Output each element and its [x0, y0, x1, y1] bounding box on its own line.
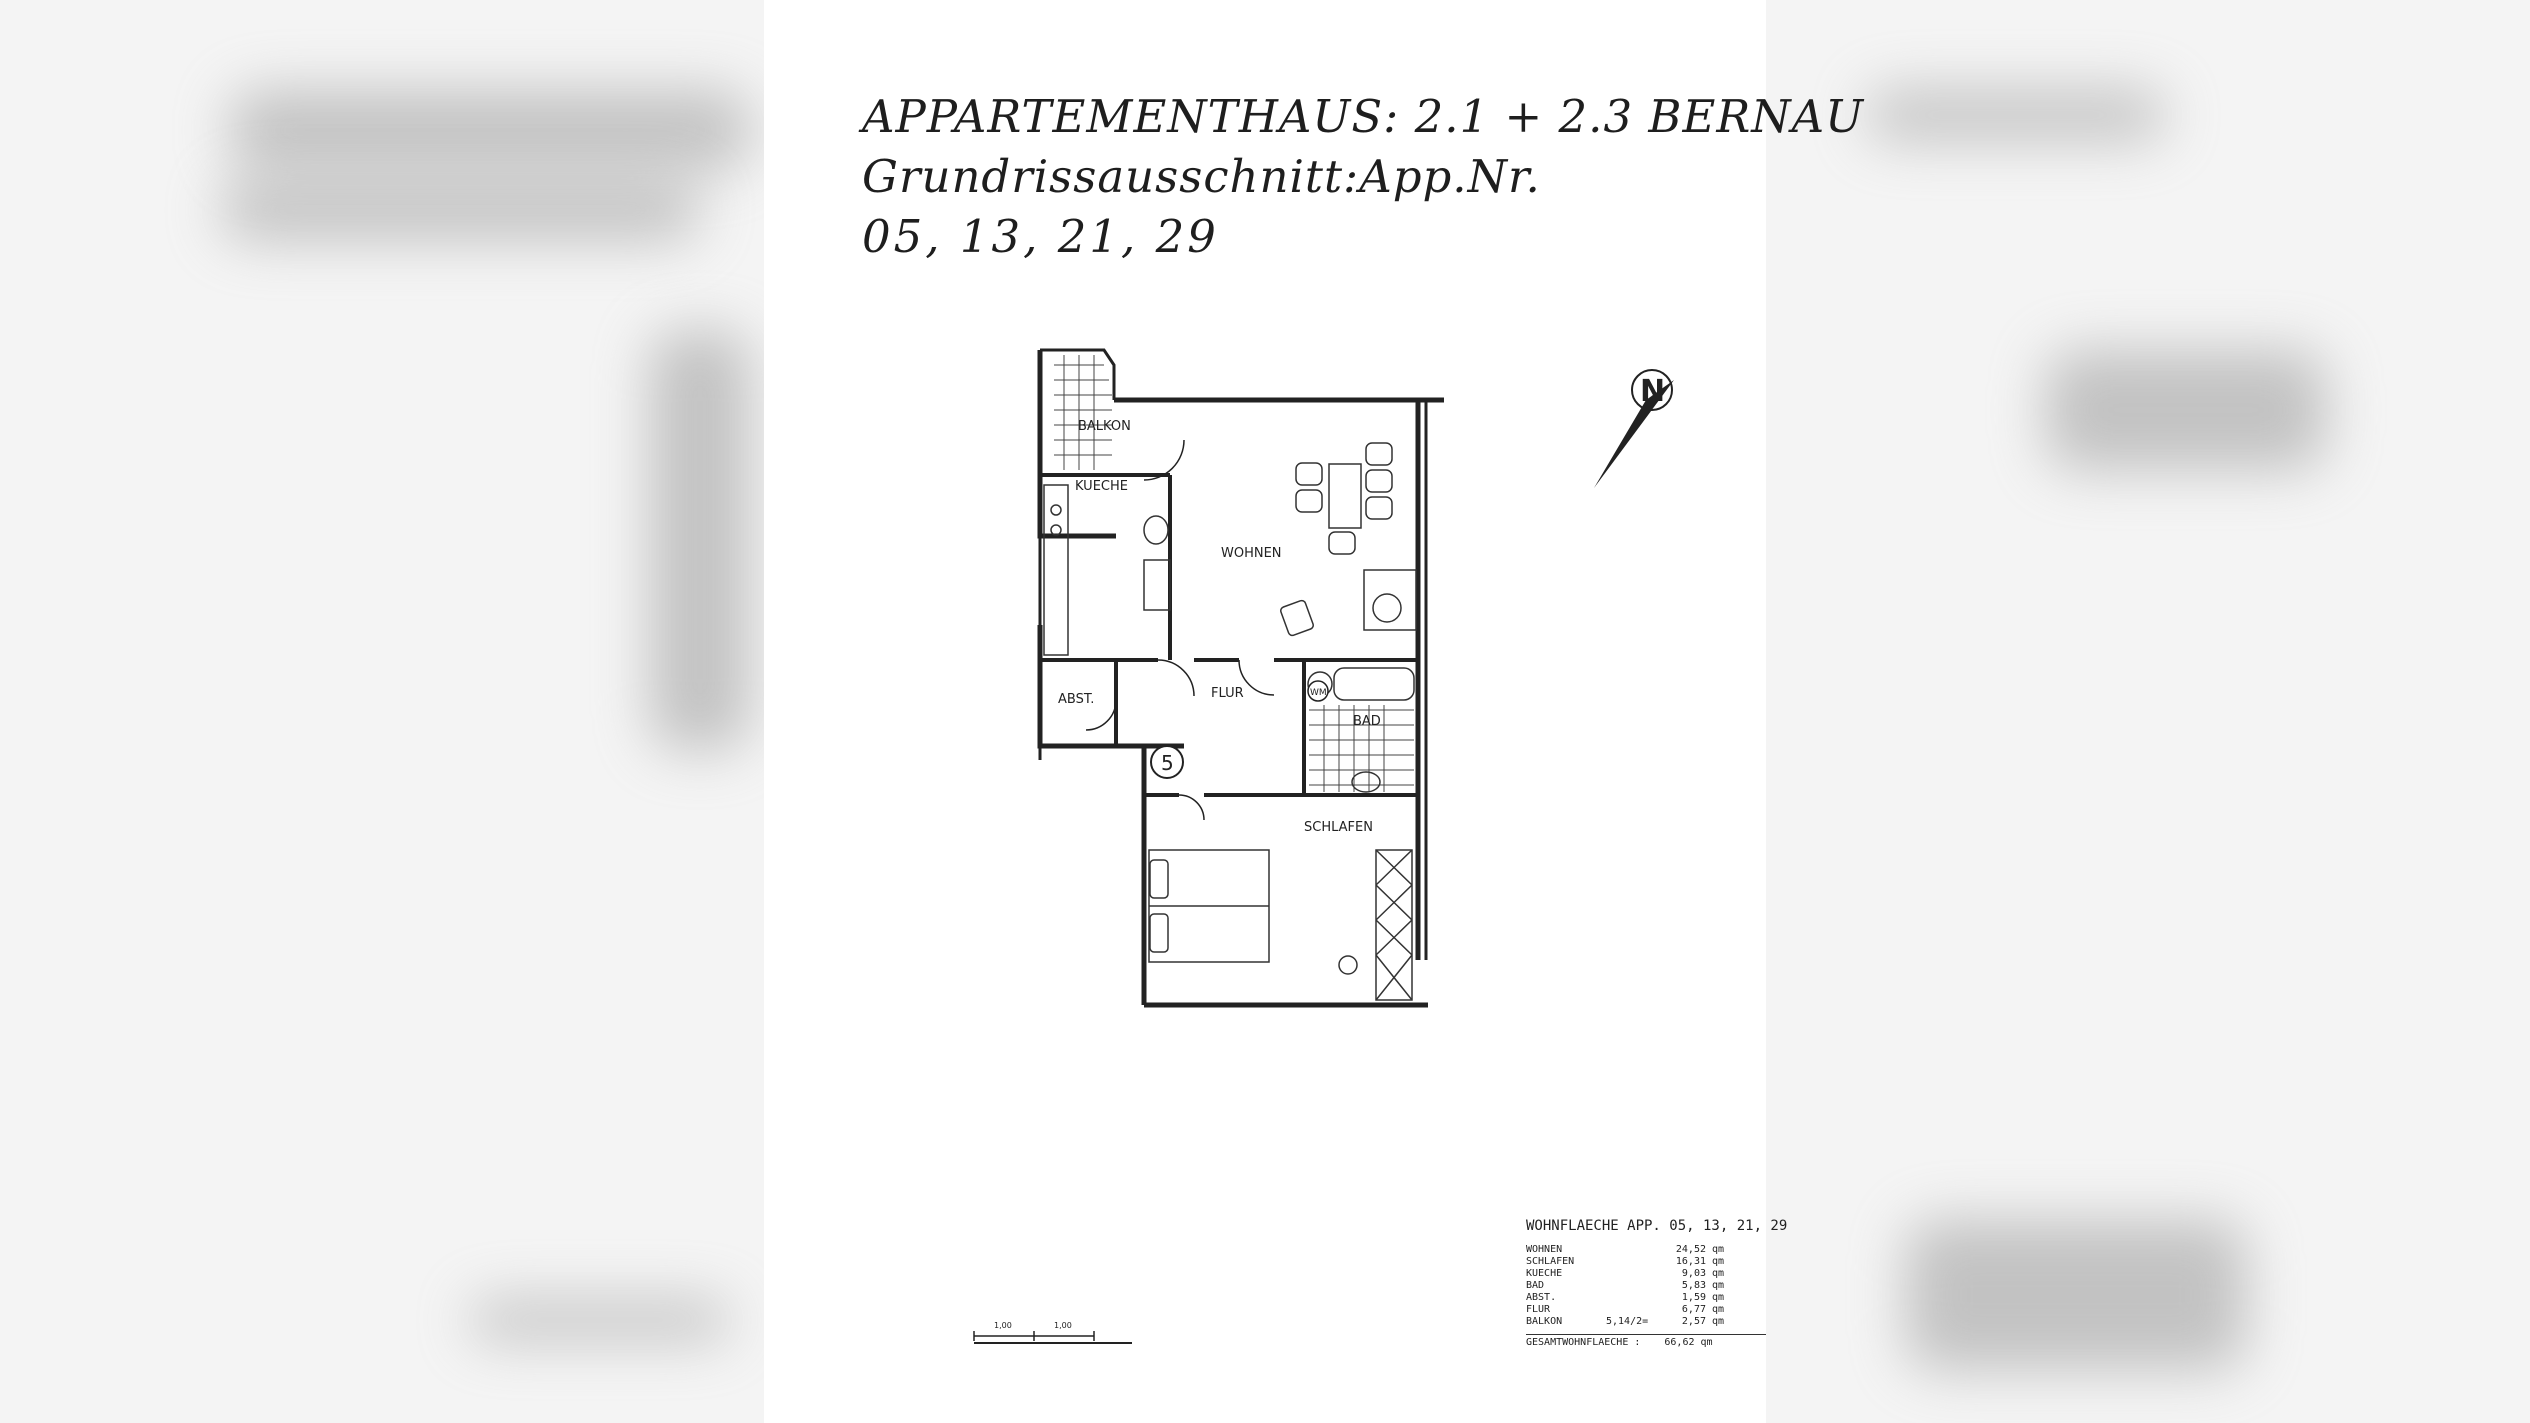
blurred-title-ghost — [230, 90, 750, 170]
blurred-compass-ghost — [2046, 350, 2326, 470]
area-row-unit: qm — [1712, 1256, 1725, 1267]
scale-label-2: 1,00 — [1054, 1321, 1072, 1330]
area-total-unit: qm — [1700, 1337, 1713, 1348]
area-row-name: KUECHE — [1526, 1268, 1563, 1279]
floor-plan-sheet: APPARTEMENTHAUS: 2.1 + 2.3 BERNAU Grundr… — [764, 60, 1863, 1423]
area-table: WOHNFLAECHE APP. 05, 13, 21, 29 WOHNEN 24… — [1526, 1218, 1788, 1348]
washing-machine-label: WM — [1310, 688, 1327, 698]
area-row: BAD 5,83 qm — [1526, 1280, 1766, 1292]
scale-bar: 1,00 1,00 — [973, 1321, 1132, 1344]
area-total-label: GESAMTWOHNFLAECHE : — [1526, 1337, 1641, 1348]
area-row: SCHLAFEN 16,31 qm — [1526, 1256, 1766, 1268]
area-row-name: FLUR — [1526, 1304, 1551, 1315]
room-label-flur: FLUR — [1211, 686, 1244, 701]
area-row-extra — [1606, 1256, 1656, 1268]
area-row-value: 5,83 — [1681, 1280, 1706, 1291]
room-label-balkon: BALKON — [1078, 419, 1131, 434]
area-row-value: 16,31 — [1675, 1256, 1706, 1267]
blurred-plan-ghost — [650, 330, 750, 750]
kitchen-furniture — [1043, 484, 1171, 656]
area-total-value: 66,62 — [1664, 1337, 1695, 1348]
area-row-name: SCHLAFEN — [1526, 1256, 1575, 1267]
area-row-extra — [1606, 1280, 1656, 1292]
area-row-name: BAD — [1526, 1280, 1545, 1291]
balcony-outline — [1040, 348, 1116, 400]
blurred-table-ghost — [1906, 1220, 2246, 1370]
north-letter: N — [1640, 374, 1665, 409]
unit-number-circle — [1150, 745, 1184, 779]
door-swing-bedroom — [1178, 794, 1205, 821]
area-row-value: 9,03 — [1681, 1268, 1706, 1279]
area-row-extra — [1606, 1304, 1656, 1316]
blurred-scale-ghost — [470, 1300, 730, 1340]
area-row-value: 24,52 — [1675, 1244, 1706, 1255]
bedroom-furniture — [1148, 849, 1413, 1001]
blurred-subtitle-ghost — [220, 180, 700, 240]
page-title: APPARTEMENTHAUS: 2.1 + 2.3 BERNAU — [862, 90, 1864, 143]
area-row: KUECHE 9,03 qm — [1526, 1268, 1766, 1280]
bath-furniture — [1307, 667, 1415, 793]
blurred-backdrop-right — [1766, 0, 2530, 1423]
area-row: BALKON 5,14/2= 2,57 qm — [1526, 1316, 1766, 1328]
blurred-backdrop-left — [0, 0, 764, 1423]
wall-west-lower — [1037, 625, 1184, 749]
bath-tiles — [1309, 705, 1414, 792]
area-row-extra: 5,14/2= — [1606, 1316, 1649, 1327]
area-row-extra — [1606, 1292, 1656, 1304]
area-row-unit: qm — [1712, 1280, 1725, 1291]
area-row-unit: qm — [1712, 1268, 1725, 1279]
door-swing-balcony — [1143, 439, 1185, 481]
room-label-schlafen: SCHLAFEN — [1304, 820, 1373, 835]
area-row: ABST. 1,59 qm — [1526, 1292, 1766, 1304]
door-swing-storage — [1085, 699, 1117, 731]
living-furniture — [1280, 442, 1417, 637]
area-row-name: WOHNEN — [1526, 1244, 1563, 1255]
area-row-unit: qm — [1712, 1292, 1725, 1303]
room-label-abst: ABST. — [1058, 692, 1094, 707]
apartment-numbers: 05, 13, 21, 29 — [862, 210, 1219, 263]
washing-machine-symbol — [1307, 680, 1329, 702]
area-table-heading: WOHNFLAECHE APP. 05, 13, 21, 29 — [1526, 1218, 1788, 1234]
floor-plan-drawing: BALKON KUECHE WOHNEN FLUR ABST. BAD SCHL… — [973, 348, 1674, 1344]
area-row: FLUR 6,77 qm — [1526, 1304, 1766, 1316]
door-swing-kitchen — [1157, 659, 1195, 697]
area-row-unit: qm — [1712, 1244, 1725, 1255]
area-row-unit: qm — [1712, 1316, 1725, 1327]
page-subtitle: Grundrissausschnitt:App.Nr. — [862, 150, 1541, 203]
room-label-kueche: KUECHE — [1075, 479, 1128, 494]
door-swing-living — [1238, 659, 1275, 696]
area-total-row: GESAMTWOHNFLAECHE : 66,62 qm — [1526, 1334, 1766, 1348]
blurred-title-ghost — [1866, 90, 2166, 140]
room-label-wohnen: WOHNEN — [1221, 546, 1282, 561]
area-row-value: 2,57 — [1681, 1316, 1706, 1327]
room-label-bad: BAD — [1353, 714, 1381, 729]
scale-label-1: 1,00 — [994, 1321, 1012, 1330]
area-row-extra — [1606, 1268, 1656, 1280]
area-row-unit: qm — [1712, 1304, 1725, 1315]
area-row-value: 6,77 — [1681, 1304, 1706, 1315]
area-row-name: BALKON — [1526, 1316, 1563, 1327]
area-row-extra — [1606, 1244, 1656, 1256]
area-row: WOHNEN 24,52 qm — [1526, 1244, 1766, 1256]
neighbour-walls — [1038, 350, 1428, 960]
unit-number: 5 — [1161, 751, 1174, 775]
area-row-name: ABST. — [1526, 1292, 1557, 1303]
area-row-value: 1,59 — [1681, 1292, 1706, 1303]
north-arrow-icon: N — [1594, 369, 1674, 488]
balcony-tiles — [1054, 355, 1112, 470]
